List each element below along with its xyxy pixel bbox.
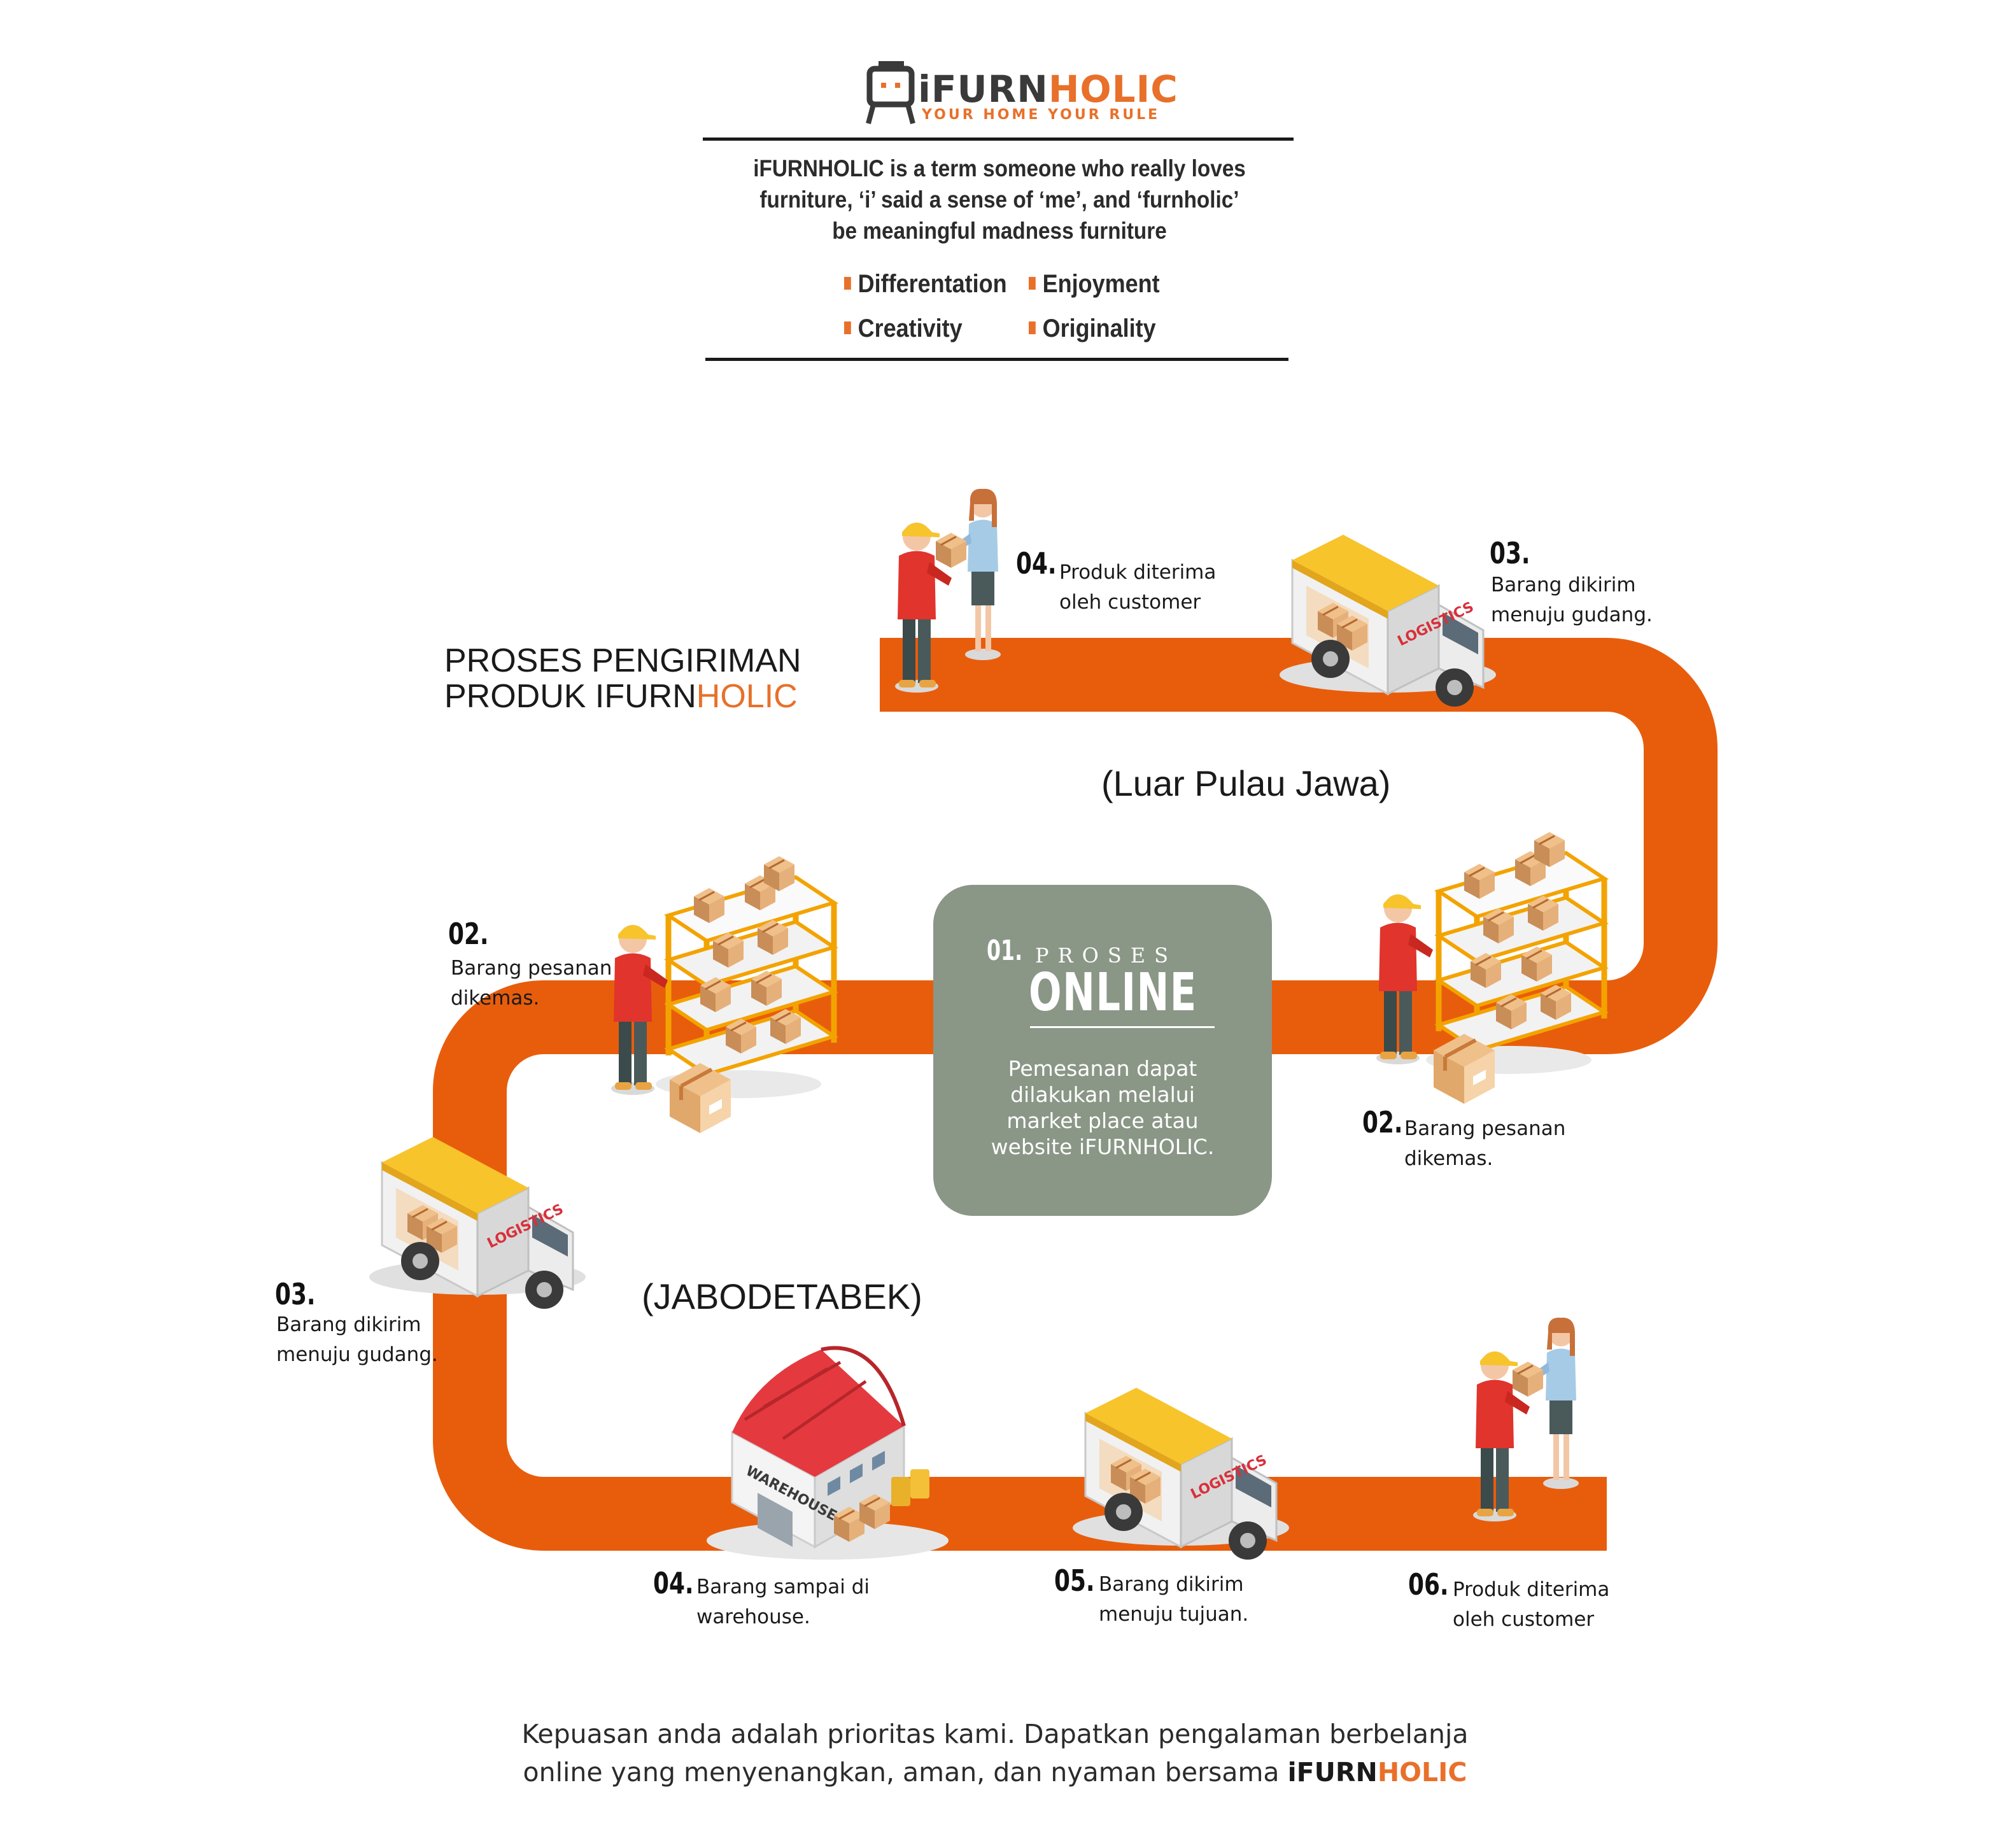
outer-step-04: 04. (1016, 546, 1068, 581)
page-title: PROSES PENGIRIMAN PRODUK IFURNHOLIC (444, 643, 801, 714)
bullet-square-icon (1029, 277, 1036, 290)
jabo-step-03-truck-icon (369, 1137, 586, 1309)
outer-step-04-text: Produk diterima oleh customer (1059, 561, 1217, 614)
brand-name-part1: iFURN (918, 67, 1048, 111)
value-creativity: Creativity (844, 314, 963, 343)
description-line-3: be meaningful madness furniture (832, 218, 1167, 244)
step-number: 03. (1490, 536, 1530, 570)
jabo-step-02: 02. (448, 917, 500, 951)
logo-tv-icon (866, 61, 915, 125)
outer-step-02-text: Barang pesanan dikemas. (1404, 1117, 1566, 1170)
step-number: 03. (275, 1277, 316, 1311)
region-label-jabodetabek: (JABODETABEK) (642, 1276, 922, 1316)
brand-description: iFURNHOLIC is a term someone who really … (719, 153, 1280, 246)
card-divider (1030, 1026, 1215, 1028)
jabo-step-05: 05. (1054, 1563, 1106, 1598)
jabo-step-05-truck-icon (1073, 1388, 1289, 1560)
outer-step-03-truck-icon (1280, 535, 1496, 707)
outer-step-03-text: Barang dikirim menuju gudang. (1491, 574, 1653, 626)
card-step-number: 01. (987, 935, 1023, 967)
jabo-step-02-text: Barang pesanan dikemas. (451, 957, 612, 1010)
top-divider (703, 138, 1294, 141)
jabo-step-03-text: Barang dikirim menuju gudang. (276, 1313, 438, 1366)
jabo-step-03: 03. (275, 1277, 327, 1311)
step-number: 06. (1408, 1567, 1449, 1602)
footer-line-2: online yang menyenangkan, aman, dan nyam… (523, 1757, 1467, 1788)
step-number: 05. (1054, 1563, 1095, 1598)
jabo-step-04: 04. (653, 1566, 705, 1600)
brand-logo: iFURNHOLIC (918, 67, 1178, 111)
bullet-square-icon (844, 321, 851, 335)
region-label-outer: (Luar Pulau Jawa) (1101, 763, 1391, 803)
value-differentation: Differentation (844, 270, 1007, 299)
outer-step-02-illustration (1376, 832, 1604, 1104)
online-process-card: 01. PROSES ONLINE Pemesanan dapat dilaku… (933, 885, 1272, 1216)
jabo-step-05-text: Barang dikirim menuju tujuan. (1099, 1573, 1249, 1626)
title-line-2: PRODUK IFURNHOLIC (444, 678, 798, 715)
bullet-square-icon (844, 277, 851, 290)
value-originality: Originality (1029, 314, 1156, 343)
footer-line-1: Kepuasan anda adalah prioritas kami. Dap… (521, 1719, 1469, 1749)
jabo-step-02-illustration (611, 856, 834, 1133)
jabo-step-04-text: Barang sampai di warehouse. (696, 1576, 870, 1628)
step-number: 04. (653, 1566, 694, 1600)
jabo-step-06: 06. (1408, 1567, 1460, 1602)
bottom-divider (705, 358, 1288, 361)
outer-step-02: 02. (1362, 1105, 1415, 1139)
step-number: 02. (1362, 1105, 1403, 1139)
step-number: 02. (448, 917, 489, 951)
outer-step-03: 03. (1490, 536, 1542, 570)
brand-tagline: YOUR HOME YOUR RULE (922, 107, 1161, 123)
bullet-square-icon (1029, 321, 1036, 335)
brand-name-part2: HOLIC (1048, 67, 1178, 111)
card-proses-label: PROSES (1035, 943, 1178, 968)
title-line-1: PROSES PENGIRIMAN (444, 642, 801, 679)
card-online-label: ONLINE (1029, 963, 1197, 1023)
description-line-1: iFURNHOLIC is a term someone who really … (753, 155, 1246, 181)
description-line-2: furniture, ‘i’ said a sense of ‘me’, and… (759, 187, 1239, 213)
step-number: 04. (1016, 546, 1057, 581)
footer-brand: iFURNHOLIC (1287, 1757, 1467, 1788)
card-description: Pemesanan dapat dilakukan melalui market… (991, 1056, 1215, 1159)
warehouse-icon (707, 1348, 949, 1560)
jabo-step-06-text: Produk diterima oleh customer (1453, 1578, 1610, 1631)
value-enjoyment: Enjoyment (1029, 270, 1160, 299)
